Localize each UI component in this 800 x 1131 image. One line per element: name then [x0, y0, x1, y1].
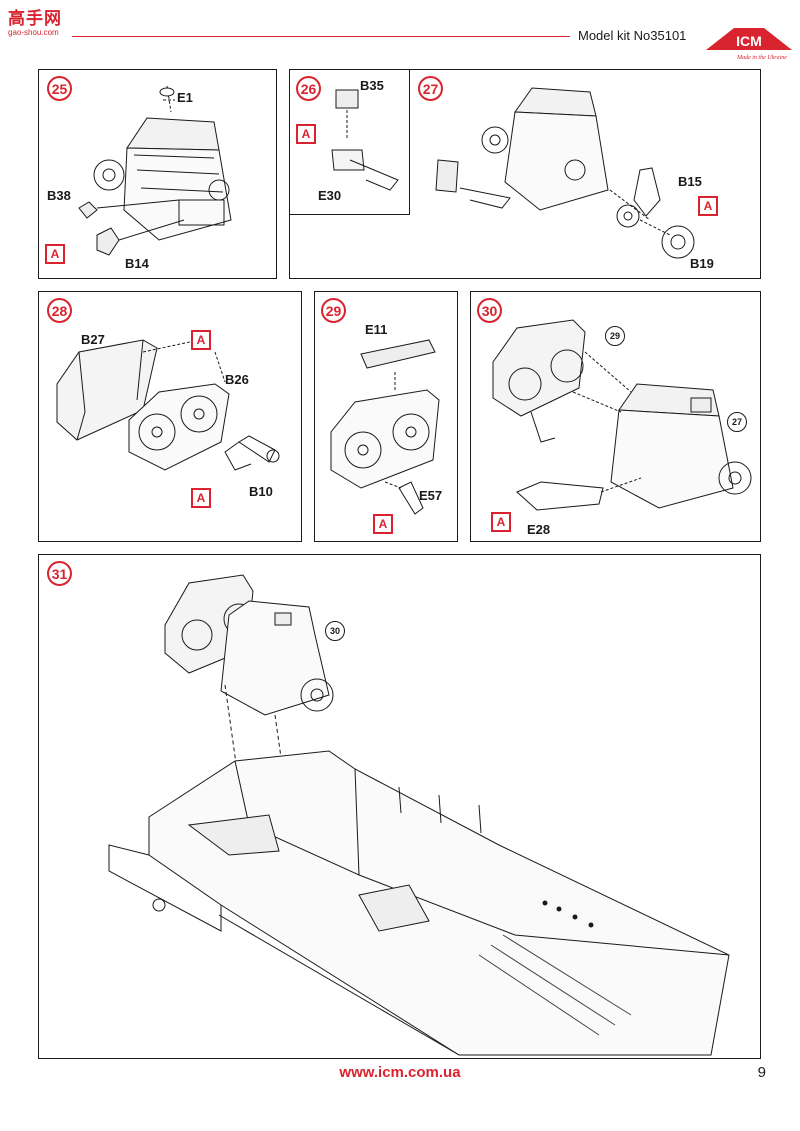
part-label-b10: B10: [249, 484, 273, 499]
site-watermark-logo: 高手网 gao-shou.com: [8, 10, 70, 38]
step-30-panel: 30 29 27 E28 A: [470, 291, 761, 542]
step-29-panel: 29 E11 E57 A: [314, 291, 458, 542]
page-number: 9: [757, 1064, 766, 1081]
part-label-e30: E30: [318, 188, 342, 203]
step-25-number: 25: [47, 76, 72, 101]
reference-step-29: 29: [605, 326, 625, 346]
part-label-e1: E1: [177, 90, 193, 105]
alignment-marker-a-28-top: A: [191, 330, 211, 350]
step-26-number: 26: [296, 76, 321, 101]
alignment-marker-a-29: A: [373, 514, 393, 534]
reference-step-27: 27: [727, 412, 747, 432]
alignment-marker-a: A: [45, 244, 65, 264]
part-label-b35: B35: [360, 78, 384, 93]
site-logo-chars: 高手网: [8, 9, 62, 28]
part-label-b38: B38: [47, 188, 71, 203]
part-label-e11: E11: [365, 322, 388, 337]
engine-block-illustration: [78, 85, 232, 256]
step-26-27-panel: 26 27 B35 E30 A B15 B19 A: [289, 69, 761, 279]
step-25-panel: 25 E1 B38 B14 A: [38, 69, 277, 279]
site-logo-url: gao-shou.com: [8, 28, 59, 37]
step-30-number: 30: [477, 298, 502, 323]
step-31-panel: 31 30: [38, 554, 761, 1059]
part-label-b26: B26: [225, 372, 249, 387]
part-label-b19: B19: [690, 256, 714, 271]
part-label-b27: B27: [81, 332, 105, 347]
engine-pulley-illustration: [331, 87, 695, 259]
alignment-marker-a-30: A: [491, 512, 511, 532]
radiator-cover-illustration: [330, 339, 440, 515]
alignment-marker-a-28-bottom: A: [191, 488, 211, 508]
step-28-panel: 28 B27 B26 B10 A A: [38, 291, 302, 542]
brand-name: ICM: [736, 33, 762, 49]
alignment-marker-a-26: A: [296, 124, 316, 144]
part-label-b14: B14: [125, 256, 149, 271]
alignment-marker-a-27: A: [698, 196, 718, 216]
brand-tagline: Made in the Ukraine: [736, 55, 787, 61]
part-label-b15: B15: [678, 174, 702, 189]
step-31-number: 31: [47, 561, 72, 586]
step-27-number: 27: [418, 76, 443, 101]
part-label-e57: E57: [419, 488, 443, 503]
fan-housing-illustration: [56, 339, 280, 471]
engine-with-fan-illustration: [492, 319, 752, 511]
step-29-number: 29: [321, 298, 346, 323]
footer-website[interactable]: www.icm.com.ua: [339, 1064, 461, 1081]
part-label-e28: E28: [527, 522, 551, 537]
header-rule: [72, 36, 570, 37]
step-28-number: 28: [47, 298, 72, 323]
icm-brand-logo: ICM Made in the Ukraine: [704, 22, 794, 62]
reference-step-30: 30: [325, 621, 345, 641]
kit-title: Model kit No35101: [578, 28, 687, 43]
hull-interior-illustration: [108, 574, 730, 1056]
